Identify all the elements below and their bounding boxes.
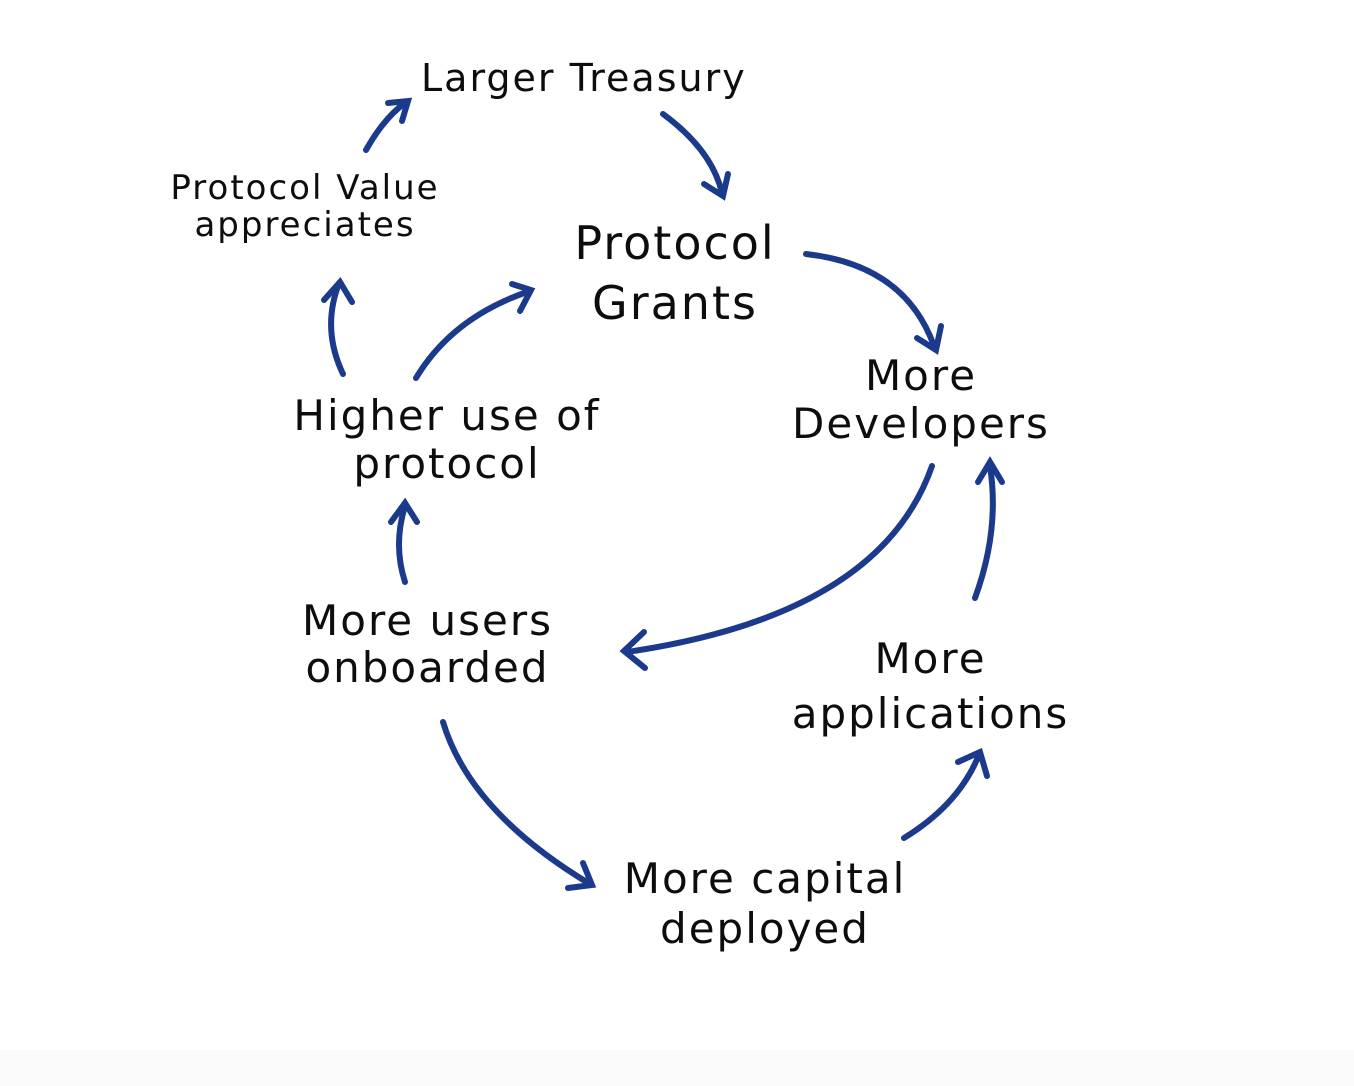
arrow-grants-to-developers [803, 251, 937, 349]
arrowhead-capital-to-applications [955, 747, 990, 779]
arrow-users-to-capital [440, 719, 593, 887]
node-more-applications: More applications [788, 632, 1073, 741]
node-more-capital-line1: More capital [623, 854, 907, 903]
node-larger-treasury-text: Larger Treasury [421, 56, 747, 100]
node-more-developers-line1: More [864, 351, 978, 400]
node-more-users-line1: More users [302, 596, 553, 645]
arrowhead-higher-use-to-value [321, 276, 355, 305]
node-more-applications-line2: applications [791, 688, 1070, 738]
node-more-capital-line2: deployed [660, 904, 870, 954]
node-more-developers-line2: Developers [792, 399, 1050, 449]
arrow-higher-use-to-value [328, 283, 346, 377]
arrowhead-treasury-to-grants [701, 171, 731, 201]
node-more-users: More users onboarded [290, 597, 565, 691]
node-higher-use-line1: Higher use of [293, 391, 601, 440]
node-protocol-value-line2: appreciates [194, 204, 416, 245]
footer-band [0, 1050, 1354, 1086]
arrowhead-users-to-higher-use [388, 497, 420, 525]
node-more-users-line2: onboarded [305, 643, 550, 693]
node-protocol-grants-line1: Protocol [574, 216, 776, 270]
node-more-developers: More Developers [790, 351, 1052, 449]
arrowhead-users-to-capital [565, 860, 597, 891]
arrowhead-grants-to-developers [914, 323, 944, 355]
arrow-higher-use-to-grants [413, 289, 530, 381]
node-more-capital: More capital deployed [612, 854, 918, 955]
arrow-applications-to-developers [972, 463, 996, 601]
arrow-developers-to-users [624, 463, 935, 655]
arrowhead-developers-to-users [619, 629, 648, 671]
arrow-capital-to-applications [901, 754, 981, 841]
node-protocol-grants: Protocol Grants [560, 214, 790, 334]
node-protocol-grants-line2: Grants [592, 275, 758, 330]
node-larger-treasury: Larger Treasury [421, 56, 747, 100]
node-higher-use: Higher use of protocol [282, 391, 612, 489]
arrowhead-value-to-treasury [385, 97, 413, 124]
arrow-users-to-higher-use [396, 503, 408, 585]
node-protocol-value-line1: Protocol Value [170, 168, 440, 208]
arrow-treasury-to-grants [660, 111, 725, 196]
node-more-applications-line1: More [874, 634, 987, 683]
node-higher-use-line2: protocol [353, 439, 541, 489]
arrowhead-higher-use-to-grants [509, 281, 536, 314]
node-protocol-value: Protocol Value appreciates [150, 170, 460, 243]
arrowhead-applications-to-developers [975, 456, 1005, 485]
arrow-value-to-treasury [363, 100, 408, 153]
